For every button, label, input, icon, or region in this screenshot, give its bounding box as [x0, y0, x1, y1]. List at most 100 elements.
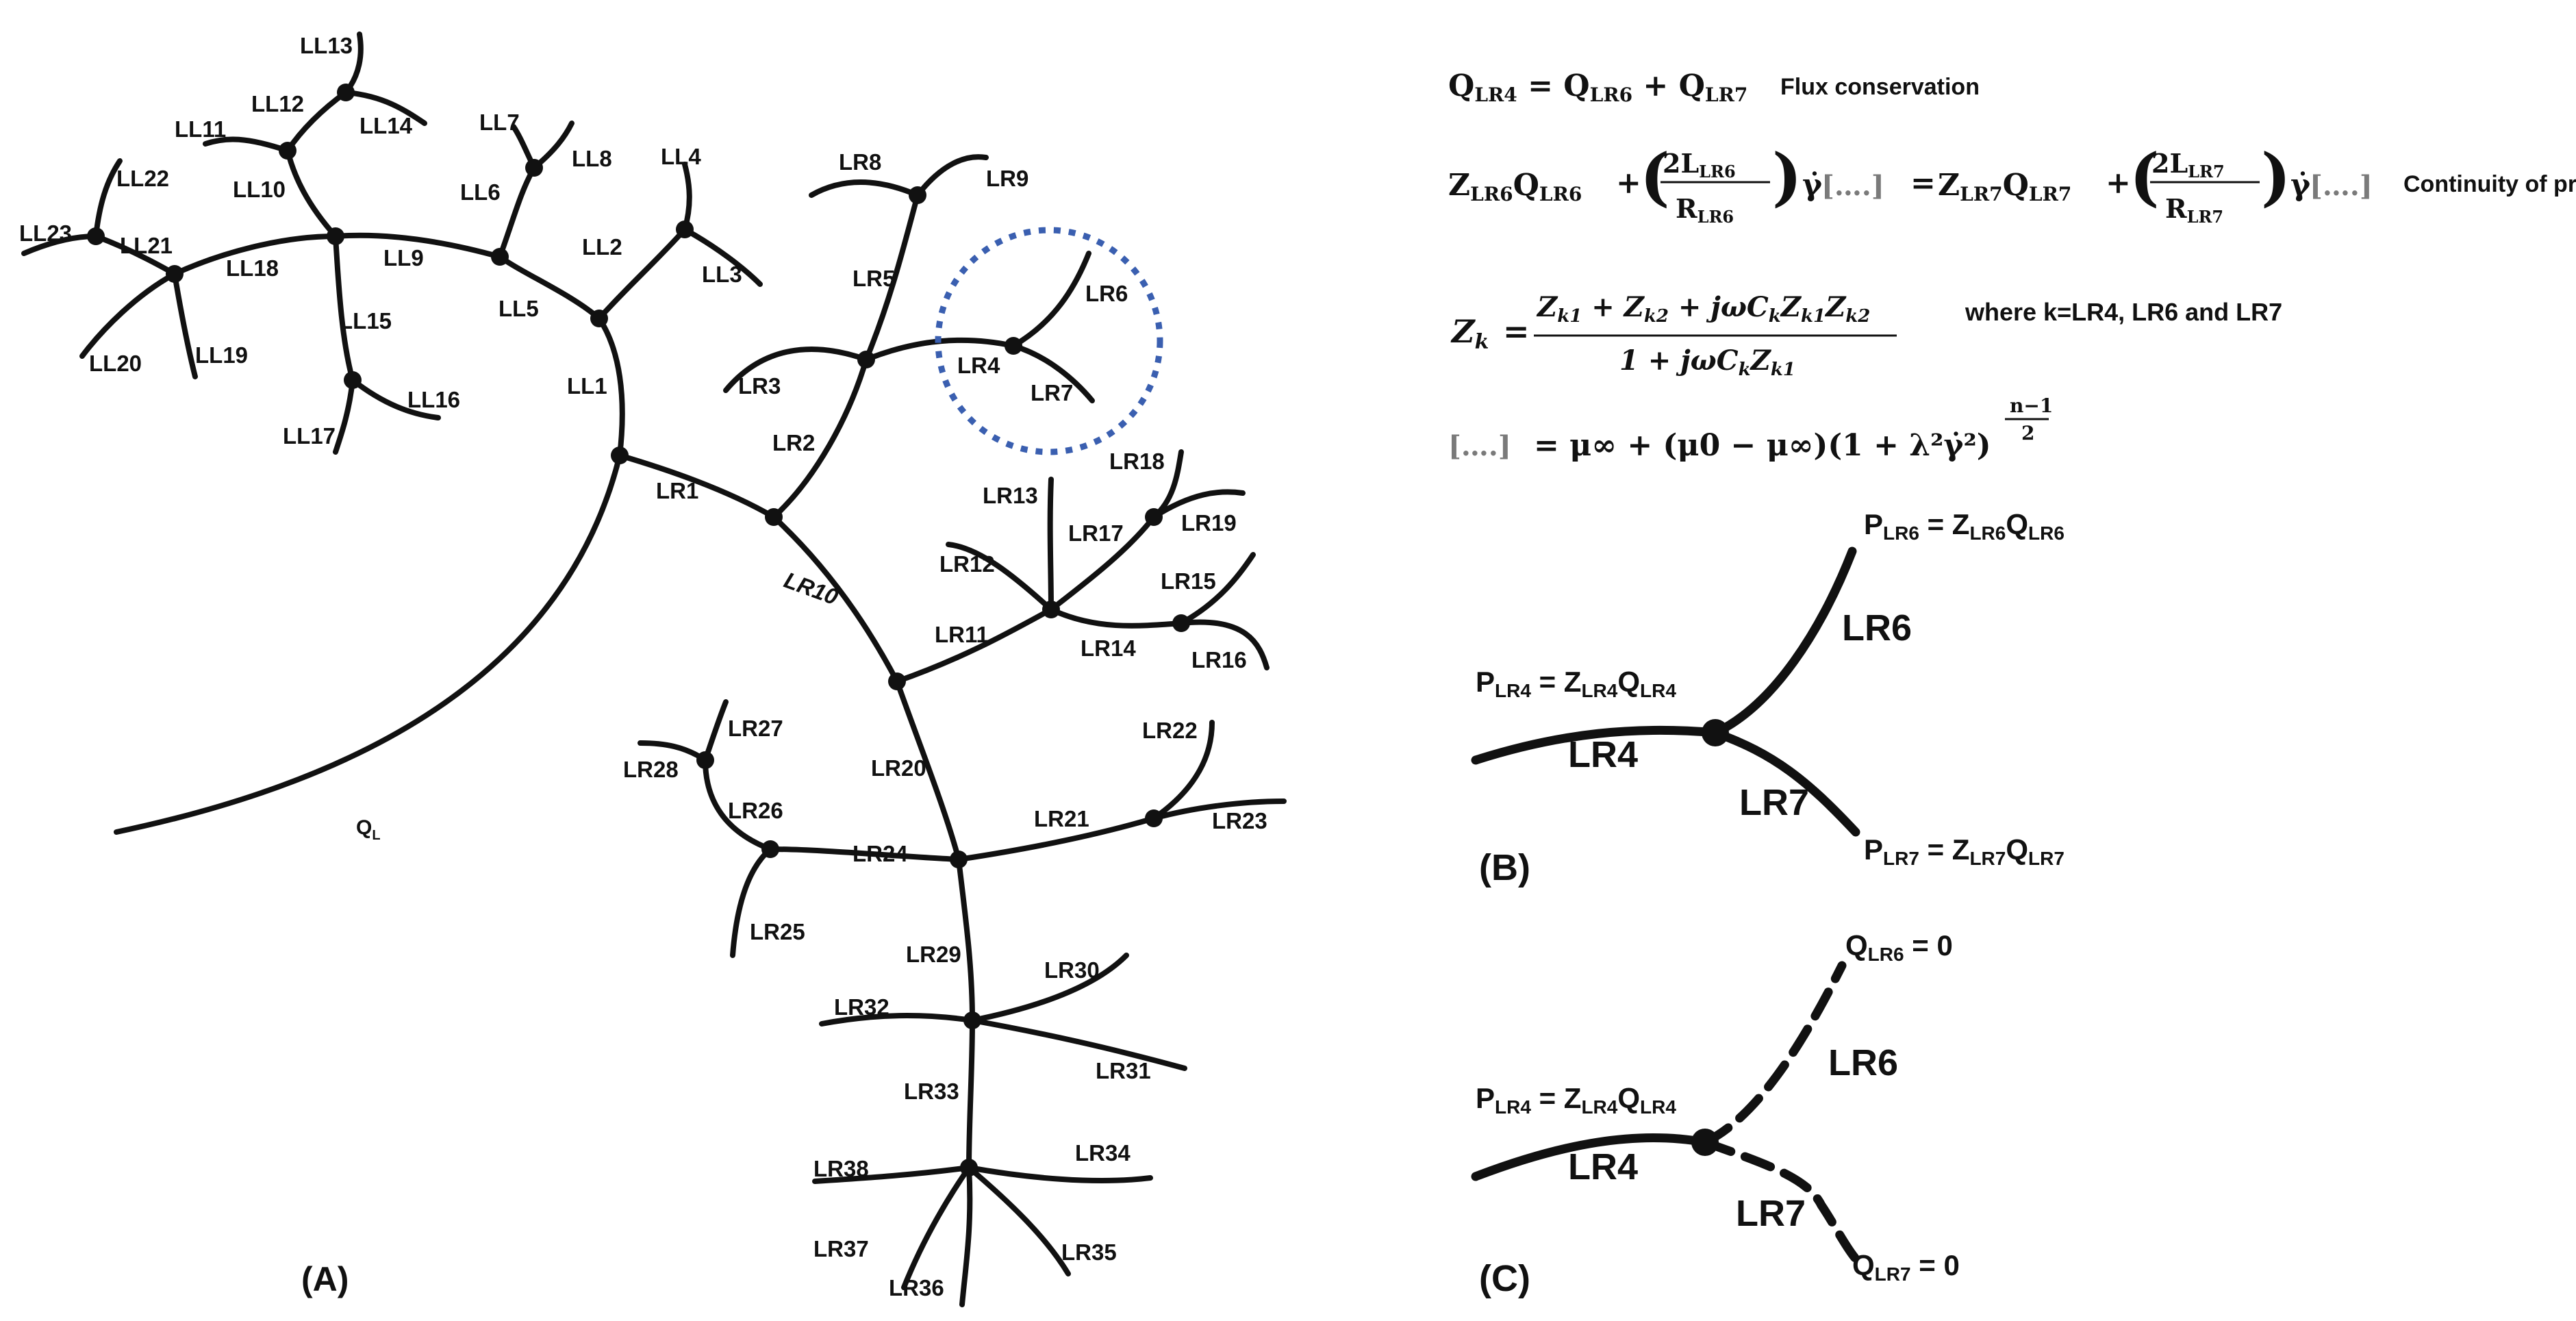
label-lr9: LR9 — [986, 166, 1028, 191]
label-lr30: LR30 — [1044, 957, 1100, 983]
label-ll7: LL7 — [479, 110, 520, 135]
branch-ll15 — [333, 234, 355, 383]
branch-lr2 — [771, 357, 869, 520]
label-lr33: LR33 — [904, 1079, 959, 1104]
airway-tree — [21, 32, 1287, 1307]
branch-lr35 — [966, 1165, 1071, 1276]
branch-lr30 — [970, 953, 1129, 1023]
label-lr5: LR5 — [853, 266, 895, 291]
branch-lr16 — [1178, 619, 1270, 670]
svg-text:(: ( — [2130, 140, 2160, 214]
label-lr24: LR24 — [853, 841, 908, 866]
svg-text:ZLR7QLR7: ZLR7QLR7 — [1938, 168, 2071, 205]
pressure-note: Continuity of pressure — [2403, 171, 2576, 197]
branch-lr7 — [1011, 343, 1095, 403]
inlet-branch — [114, 453, 622, 835]
branch-ll1 — [596, 316, 625, 458]
label-lr13: LR13 — [983, 483, 1038, 508]
branch-lr9 — [915, 154, 989, 198]
label-lr32: LR32 — [834, 994, 889, 1020]
branch-lr1 — [617, 453, 776, 520]
label-lr16: LR16 — [1191, 647, 1247, 672]
panel-b: PLR6 = ZLR6QLR6 PLR4 = ZLR4QLR4 PLR7 = Z… — [1471, 508, 2064, 888]
label-ll22: LL22 — [116, 166, 169, 191]
branch-lr38 — [812, 1165, 972, 1184]
label-lr26: LR26 — [728, 798, 783, 823]
branch-lr36 — [959, 1165, 973, 1307]
label-lr25: LR25 — [750, 919, 805, 944]
label-lr21: LR21 — [1034, 806, 1089, 831]
branch-lr37 — [901, 1165, 972, 1290]
branch-lr8 — [809, 179, 920, 198]
label-lr2: LR2 — [772, 430, 815, 455]
label-ll2: LL2 — [582, 234, 622, 260]
panel-b-branch-lr7: LR7 — [1739, 782, 1809, 823]
right-lobe-labels: LR1 LR2 LR3 LR4 LR5 LR6 LR7 LR8 LR9 LR10… — [623, 149, 1267, 1300]
svg-text:Zk: Zk — [1450, 313, 1489, 354]
viscosity-equation: [….] = μ∞ + (μ0 − μ∞)(1 + λ²γ̇²) n−1 2 — [1448, 394, 2053, 463]
branch-lr33 — [966, 1018, 975, 1170]
impedance-note: where k=LR4, LR6 and LR7 — [1965, 298, 2282, 326]
branch-lr5 — [863, 192, 920, 362]
branch-ll17 — [333, 377, 355, 455]
svg-text:[….]: [….] — [2310, 170, 2373, 202]
label-lr27: LR27 — [728, 716, 783, 741]
label-ll5: LL5 — [498, 296, 539, 321]
branch-ll16 — [350, 377, 441, 420]
pressure-equation: ZLR6QLR6 + ( 2LLR6 RLR6 ) γ̇ [….] = ZLR7… — [1448, 140, 2576, 227]
panel-c-top-label: QLR6 = 0 — [1845, 929, 1953, 965]
branch-ll10 — [285, 148, 338, 239]
label-lr17: LR17 — [1068, 520, 1124, 546]
branch-lr23 — [1151, 798, 1287, 821]
panel-b-top-label: PLR6 = ZLR6QLR6 — [1864, 508, 2064, 544]
branch-lr34 — [966, 1165, 1153, 1184]
svg-text:=: = — [1910, 166, 1936, 201]
left-lobe-labels: LL1 LL2 LL3 LL4 LL5 LL6 LL7 LL8 LL9 LL10… — [19, 33, 742, 449]
branch-lr22 — [1151, 720, 1215, 821]
svg-text:+: + — [2106, 166, 2131, 201]
flux-note: Flux conservation — [1780, 74, 1980, 100]
branch-lr24 — [768, 846, 961, 862]
panel-a-title: (A) — [301, 1260, 349, 1298]
label-ll1: LL1 — [567, 373, 607, 399]
label-ll13: LL13 — [300, 33, 353, 58]
inlet-label: QL — [356, 816, 381, 843]
label-ll19: LL19 — [195, 342, 248, 368]
branch-ll6 — [497, 165, 537, 260]
svg-text:=: = — [1503, 313, 1530, 350]
panel-b-left-label: PLR4 = ZLR4QLR4 — [1476, 666, 1676, 701]
label-ll17: LL17 — [283, 423, 336, 449]
label-ll12: LL12 — [251, 91, 304, 116]
label-lr14: LR14 — [1081, 636, 1136, 661]
label-lr38: LR38 — [813, 1156, 869, 1181]
branch-lr15 — [1178, 552, 1256, 626]
svg-text:QLR4 = QLR6 + QLR7: QLR4 = QLR6 + QLR7 — [1448, 68, 1747, 106]
branch-lr10 — [771, 514, 900, 684]
branch-ll2 — [596, 227, 687, 321]
branch-lr3 — [723, 347, 869, 393]
label-lr29: LR29 — [906, 942, 961, 967]
panel-c-branch-lr4: LR4 — [1568, 1146, 1638, 1187]
svg-text:1 + jωCkZk1: 1 + jωCkZk1 — [1619, 344, 1795, 380]
panel-b-bottom-label: PLR7 = ZLR7QLR7 — [1864, 833, 2064, 869]
label-lr4: LR4 — [957, 353, 1000, 378]
label-lr28: LR28 — [623, 757, 679, 782]
label-lr18: LR18 — [1109, 449, 1165, 474]
label-lr36: LR36 — [889, 1275, 944, 1300]
svg-text:[….]: [….] — [1448, 430, 1511, 462]
svg-text:2LLR7: 2LLR7 — [2151, 148, 2225, 181]
branch-lr31 — [970, 1018, 1187, 1071]
label-ll15: LL15 — [339, 308, 392, 334]
highlight-circle — [935, 227, 1163, 455]
label-lr15: LR15 — [1161, 568, 1216, 594]
svg-text:RLR7: RLR7 — [2165, 193, 2223, 227]
label-lr37: LR37 — [813, 1236, 869, 1261]
panel-c: QLR6 = 0 PLR4 = ZLR4QLR4 QLR7 = 0 LR6 LR… — [1471, 929, 1960, 1299]
svg-text:RLR6: RLR6 — [1676, 193, 1734, 227]
label-lr11: LR11 — [935, 622, 989, 647]
label-ll16: LL16 — [407, 387, 460, 412]
branch-ll3 — [682, 227, 763, 287]
svg-text:+: + — [1616, 166, 1641, 201]
branch-lr25 — [730, 846, 773, 958]
branch-lr21 — [956, 816, 1157, 862]
